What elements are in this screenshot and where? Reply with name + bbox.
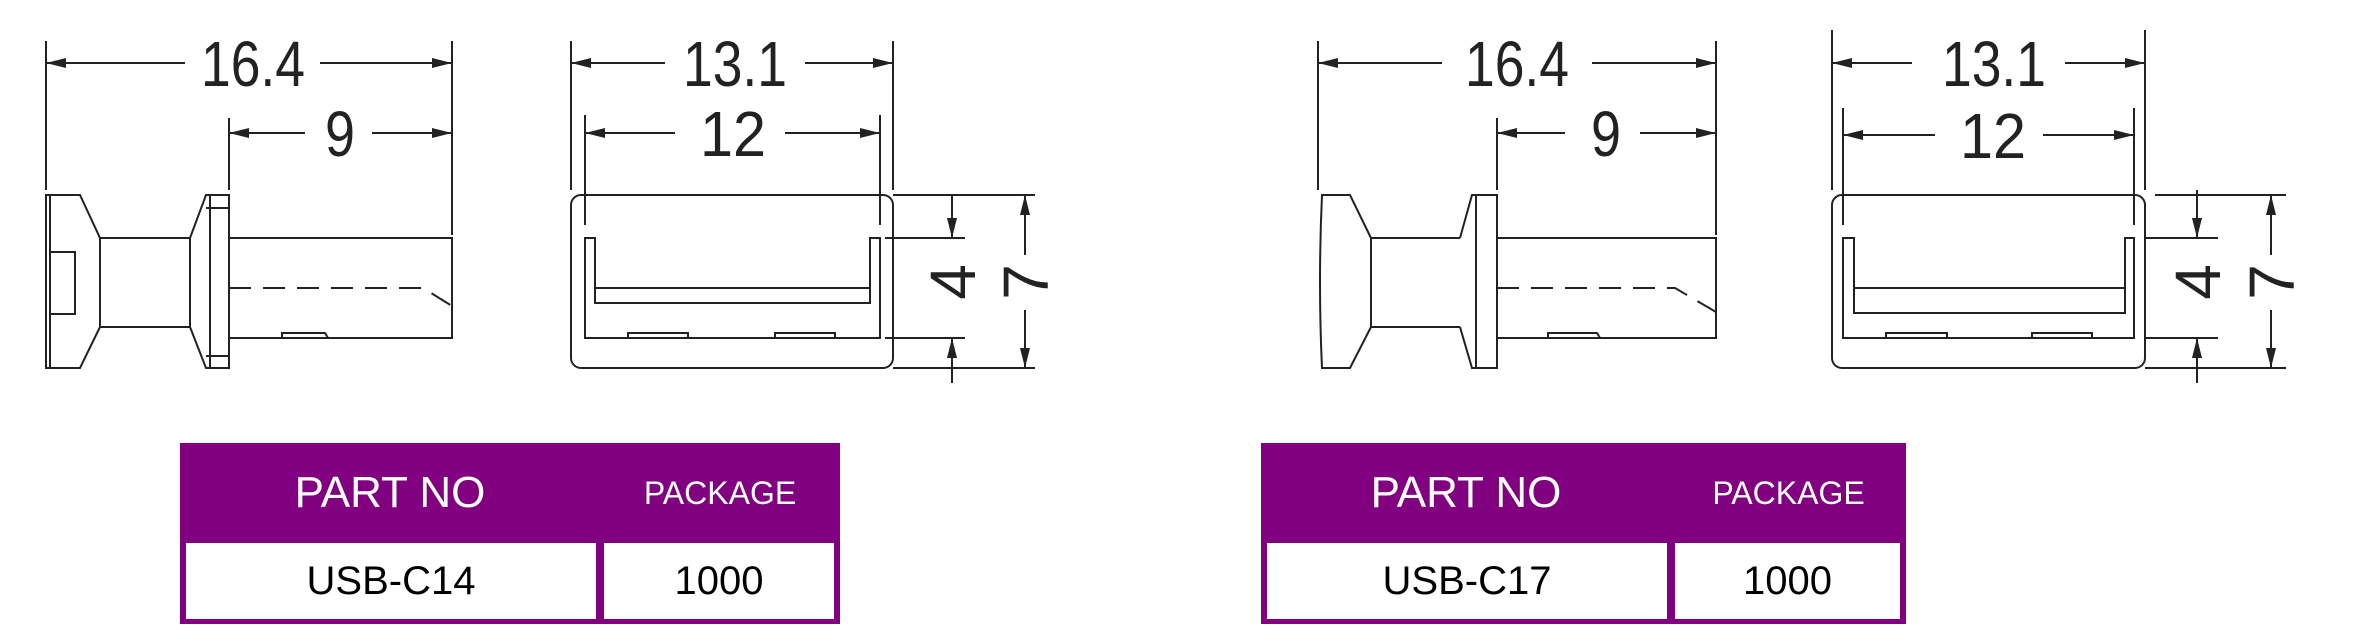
header-package: PACKAGE xyxy=(643,474,797,511)
front-view-drawing-2: 13.1 12 4 7 xyxy=(1831,28,2308,383)
dimension-shaft-length: 9 xyxy=(1591,98,1621,170)
dimension-outer-width: 13.1 xyxy=(1942,28,2046,100)
side-view-drawing-2: 16.4 9 xyxy=(1317,28,1717,369)
cell-part-no: USB-C17 xyxy=(1267,543,1667,619)
part-table-1: PART NO PACKAGE USB-C14 1000 xyxy=(180,443,840,624)
part-table-2: PART NO PACKAGE USB-C17 1000 xyxy=(1261,443,1906,624)
header-part-no: PART NO xyxy=(294,468,486,517)
cell-package: 1000 xyxy=(604,543,834,619)
dimension-outer-height: 7 xyxy=(2236,264,2308,300)
dimension-inner-width: 12 xyxy=(1960,100,2026,172)
dimension-outer-width: 13.1 xyxy=(683,28,787,100)
dimension-outer-height: 7 xyxy=(990,264,1062,300)
header-package: PACKAGE xyxy=(1712,474,1865,511)
front-view-drawing-1: 13.1 12 4 7 xyxy=(570,28,1062,383)
dimension-shaft-length: 9 xyxy=(325,98,355,170)
dimension-overall-length: 16.4 xyxy=(201,28,305,100)
cell-part-no: USB-C14 xyxy=(186,543,596,619)
side-view-drawing-1: 16.4 9 xyxy=(45,28,453,369)
dimension-inner-width: 12 xyxy=(700,98,766,170)
header-part-no: PART NO xyxy=(1370,468,1562,517)
cell-package: 1000 xyxy=(1675,543,1900,619)
dimension-inner-height: 4 xyxy=(917,264,989,300)
dimension-overall-length: 16.4 xyxy=(1465,28,1569,100)
dimension-inner-height: 4 xyxy=(2162,264,2234,300)
